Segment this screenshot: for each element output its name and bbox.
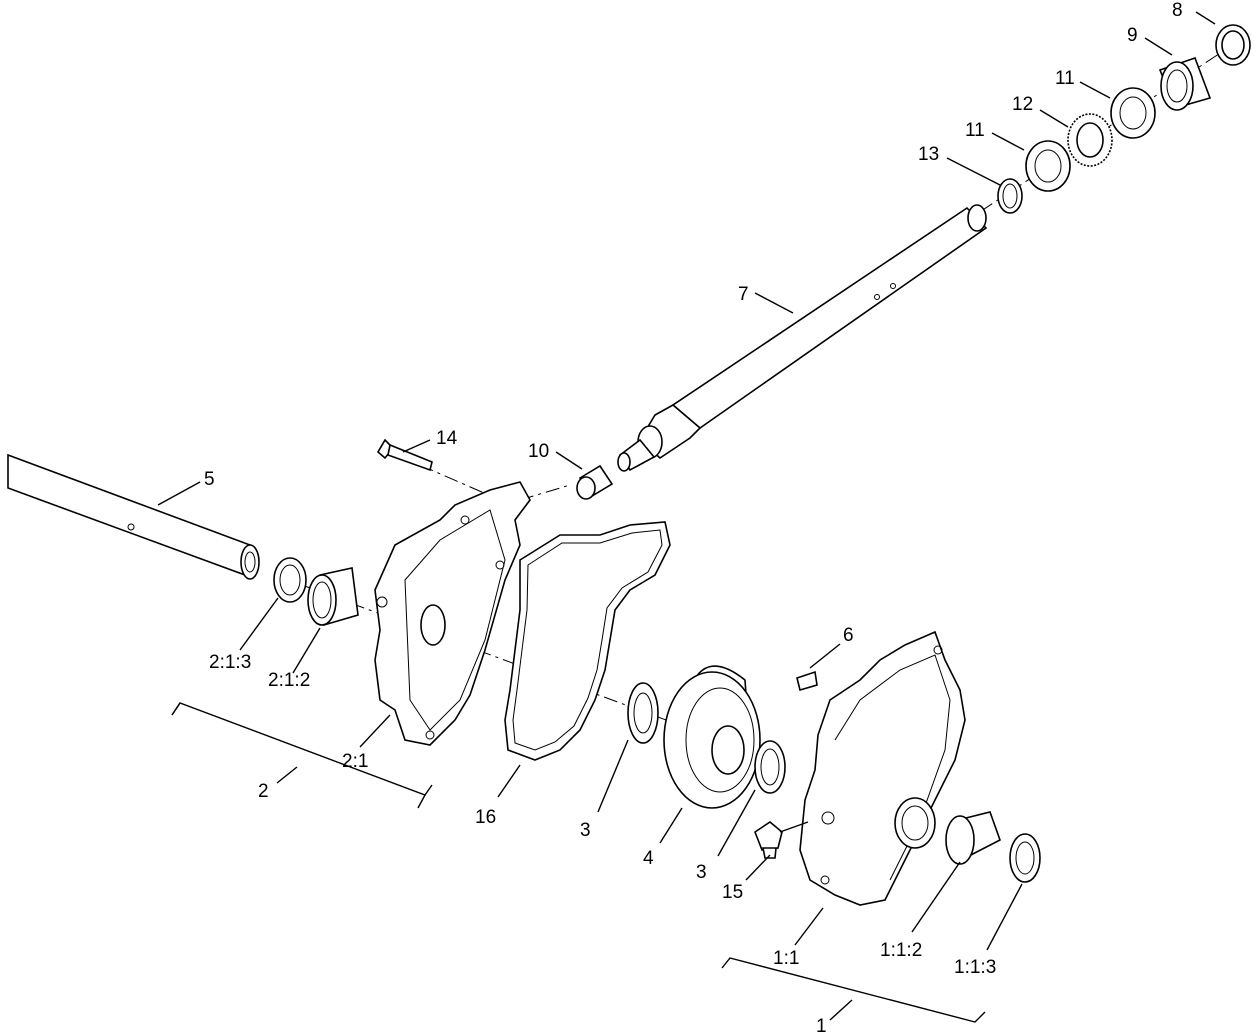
- callout-1-1-3: 1:1:3: [954, 957, 996, 978]
- seal-part-1-1-3: [1009, 833, 1041, 883]
- seal-part-2-1-3: [273, 557, 307, 603]
- callout-2-1: 2:1: [342, 751, 368, 772]
- callout-14: 14: [436, 428, 458, 449]
- assembly-bracket-2: [171, 702, 433, 809]
- bushing-part-1-1-2: [945, 811, 1001, 865]
- callout-3-left: 3: [580, 820, 591, 841]
- callout-10: 10: [528, 441, 549, 462]
- bushing-part-2-1-2: [307, 567, 359, 627]
- callout-1: 1: [816, 1016, 827, 1035]
- bushing-part-9: [1158, 56, 1212, 111]
- washer-part-3-right: [754, 740, 786, 794]
- washer-part-3-left: [627, 682, 659, 744]
- callout-2-1-2: 2:1:2: [268, 670, 310, 691]
- leader-lines: [157, 11, 1216, 1021]
- retaining-ring-part-13: [997, 178, 1023, 214]
- callout-6: 6: [843, 625, 854, 646]
- callout-11-lower: 11: [965, 120, 985, 141]
- callout-9: 9: [1127, 25, 1138, 46]
- washer-part-11-lower: [1025, 140, 1071, 192]
- callout-labels: 8 9 11 12 11 13 7 14 10 5 6 2:1:3 2:1:2 …: [204, 0, 1183, 1035]
- tube-part-5: [7, 453, 260, 580]
- washer-part-11-upper: [1110, 87, 1156, 139]
- callout-3-right: 3: [696, 862, 707, 883]
- sleeve-part-10: [576, 464, 614, 500]
- bolt-part-14: [376, 438, 433, 472]
- callout-5: 5: [204, 469, 215, 490]
- callout-2: 2: [258, 781, 269, 802]
- plug-part-15: [754, 821, 783, 859]
- housing-part-1-1: [799, 630, 966, 906]
- callout-12: 12: [1012, 94, 1033, 115]
- seal-part-8: [1215, 24, 1251, 66]
- gear-part-4: [663, 665, 761, 809]
- callout-15: 15: [722, 882, 743, 903]
- callout-1-1-2: 1:1:2: [880, 940, 922, 961]
- callout-2-1-3: 2:1:3: [209, 652, 251, 673]
- housing-part-2-1: [374, 481, 531, 746]
- callout-13: 13: [918, 144, 939, 165]
- callout-1-1: 1:1: [773, 948, 799, 969]
- callout-4: 4: [643, 848, 654, 869]
- shaft-part-7: [617, 204, 988, 472]
- thrust-bearing-part-12: [1067, 113, 1113, 167]
- assembly-bracket-1: [721, 957, 986, 1023]
- gasket-part-16: [504, 521, 671, 761]
- callout-7: 7: [738, 284, 749, 305]
- key-part-6: [796, 670, 818, 692]
- callout-11-upper: 11: [1055, 68, 1075, 89]
- callout-8: 8: [1172, 0, 1183, 21]
- callout-16: 16: [475, 807, 496, 828]
